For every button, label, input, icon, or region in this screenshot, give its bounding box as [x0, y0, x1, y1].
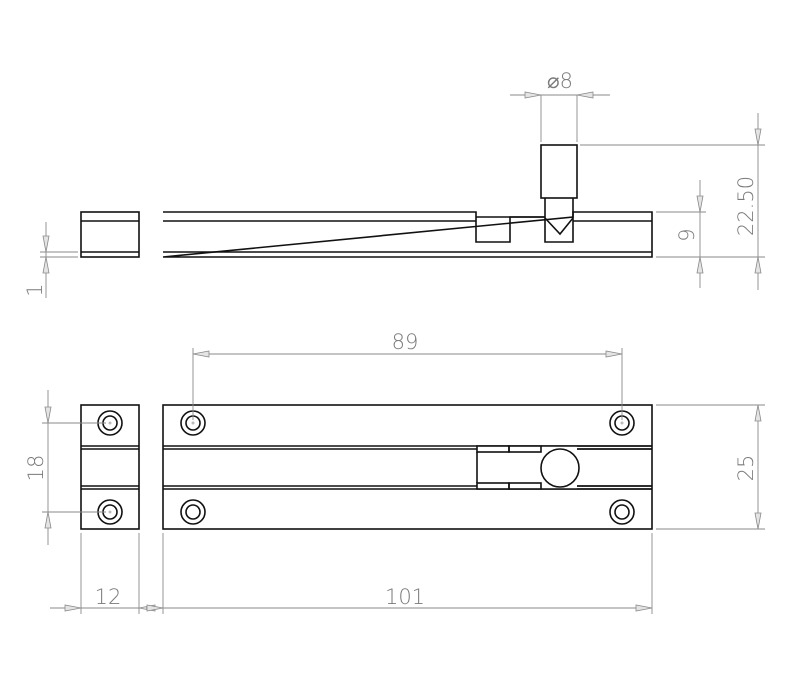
side-view [80, 144, 653, 258]
svg-text:12: 12 [95, 585, 122, 609]
svg-text:18: 18 [24, 455, 48, 482]
keeper-top [80, 404, 140, 530]
bolt-body-side [162, 211, 653, 258]
dimension-body-height: 9 [656, 180, 706, 288]
dimension-pin-height: 22.50 [580, 113, 765, 290]
svg-text:101: 101 [385, 585, 425, 609]
dimension-keeper-length: 12 [50, 533, 157, 614]
svg-text:⌀8: ⌀8 [547, 69, 573, 93]
svg-text:9: 9 [675, 228, 699, 241]
svg-text:25: 25 [734, 455, 758, 482]
screw-hole-icon [609, 499, 635, 525]
bolt-slider-top [476, 445, 652, 490]
dimension-groove: 1 [23, 222, 78, 298]
dimension-body-width: 25 [656, 404, 765, 530]
svg-text:1: 1 [23, 283, 47, 296]
dimension-keeper-hole-spacing: 18 [24, 390, 106, 545]
bolt-knob [540, 448, 580, 488]
dimension-hole-spacing: 89 [192, 330, 623, 420]
keeper-side [80, 211, 140, 258]
svg-text:22.50: 22.50 [734, 176, 758, 236]
bolt-pin-side [540, 144, 578, 243]
dimension-body-length: 101 [146, 533, 653, 614]
svg-text:89: 89 [392, 330, 419, 354]
top-view [80, 404, 653, 530]
dimension-pin-diameter: ⌀8 [510, 69, 610, 142]
screw-hole-icon [180, 499, 206, 525]
